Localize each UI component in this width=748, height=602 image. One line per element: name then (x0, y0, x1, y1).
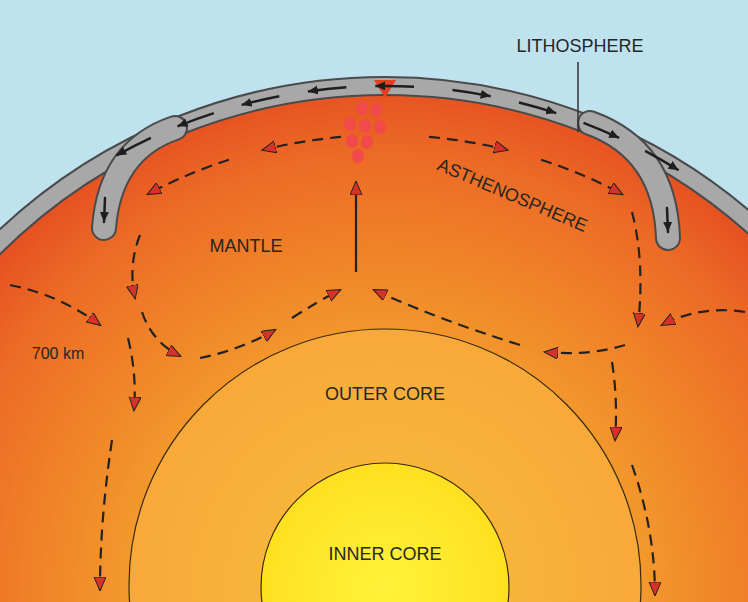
lithosphere-plate-part (104, 198, 105, 222)
mantle (0, 90, 748, 602)
convection-arrows-part (429, 137, 507, 150)
lithosphere-plate-part (590, 123, 668, 238)
mantle-part (0, 90, 748, 602)
convection-arrows-part (541, 160, 622, 194)
plate-motion-arrows-part (453, 90, 491, 96)
outer-core-circle: OUTER CORE INNER CORE (128, 328, 642, 602)
ridge-magma-part (374, 80, 396, 98)
leader-line (578, 62, 579, 132)
lithosphere-plate-part (104, 128, 175, 228)
plate-motion-arrows (116, 86, 678, 170)
ridge-magma-part-part (346, 134, 358, 148)
plate-motion-arrows-part (519, 103, 556, 114)
convection-arrows-part (292, 290, 340, 318)
ridge-magma-part-part (374, 120, 386, 134)
convection-arrows-part (148, 160, 229, 194)
plate-motion-arrows-part (584, 123, 620, 138)
convection-arrows-part (662, 310, 745, 325)
convection-arrows-part (100, 440, 112, 590)
lithosphere-plate-part (590, 123, 668, 238)
lithosphere-plate-part (0, 86, 748, 602)
ridge-magma-part-part (352, 149, 364, 163)
inner-core-circle-outline (260, 462, 510, 602)
ridge-magma-part-part (361, 135, 373, 149)
inner-core-circle-fill (261, 463, 509, 602)
convection-arrows-part (132, 235, 140, 298)
lithosphere-plate (0, 86, 748, 602)
outer-core-circle-fill (129, 329, 641, 602)
convection-arrows-part (612, 362, 616, 440)
ridge-magma-part-part (359, 119, 371, 133)
convection-arrows-part (10, 285, 100, 325)
lithosphere-plate-part (0, 86, 748, 602)
convection-arrows-part (128, 338, 135, 410)
plate-motion-arrows-part (242, 96, 280, 105)
plate-motion-arrows-part (308, 87, 347, 91)
plate-motion-arrows-part (645, 151, 679, 170)
convection-arrows-part (142, 312, 180, 356)
convection-arrows-part (263, 137, 341, 150)
ridge-magma (344, 80, 396, 163)
ridge-magma-part (344, 101, 386, 163)
inner-core-circle: INNER CORE (260, 462, 510, 602)
plate-motion-arrows-part (116, 138, 150, 156)
layer-label: MANTLE (209, 237, 282, 257)
core-label: OUTER CORE (325, 385, 445, 405)
convection-arrows-part (545, 345, 625, 353)
depth-label: 700 km (32, 345, 84, 363)
ridge-magma-part-part (356, 101, 368, 115)
ridge-magma-part-part (344, 117, 356, 131)
convection-arrows-part (355, 182, 357, 272)
leader-line-part (577, 62, 579, 132)
lithosphere-plate-part (667, 208, 668, 232)
plate-motion-arrows-part (375, 85, 414, 88)
core-label: INNER CORE (328, 545, 441, 565)
convection-arrows-part (632, 212, 640, 326)
layer-label: ASTHENOSPHERE (434, 155, 590, 236)
layer-label: LITHOSPHERE (516, 37, 643, 57)
convection-arrows-part (200, 330, 275, 358)
lithosphere-plate-part (104, 128, 175, 228)
plate-motion-arrows-part (178, 113, 214, 126)
ridge-magma-part-part (370, 103, 382, 117)
